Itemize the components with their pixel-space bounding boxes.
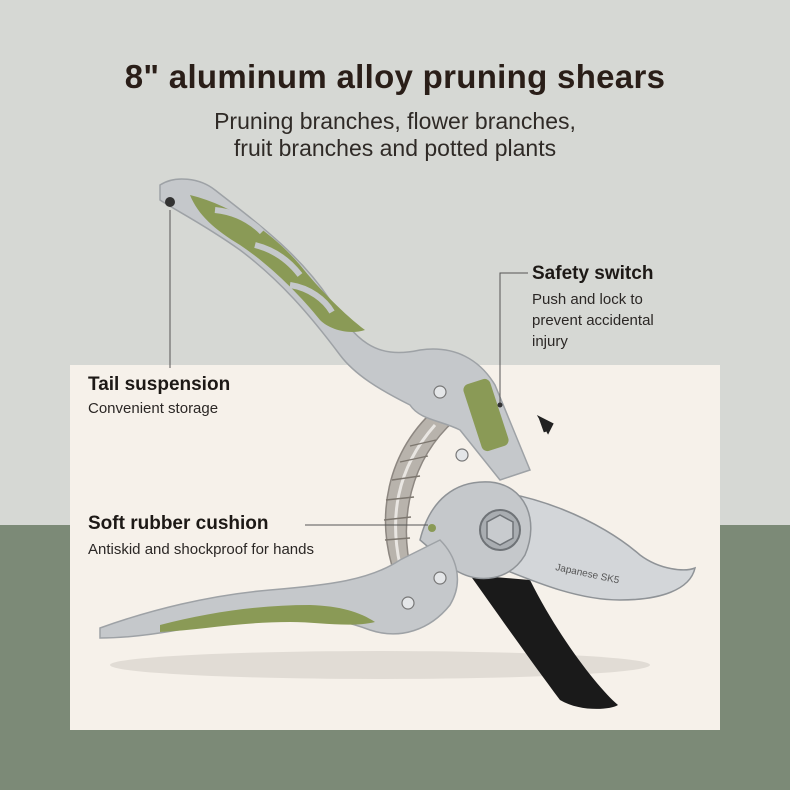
tail-suspension-desc: Convenient storage xyxy=(88,400,219,417)
safety-leader-line xyxy=(499,272,528,405)
cushion-title: Soft rubber cushion xyxy=(88,513,269,534)
subtitle-line1: Pruning branches, flower branches, xyxy=(214,108,576,134)
upper-grip xyxy=(190,195,365,332)
lower-blade xyxy=(470,575,618,709)
lower-grip xyxy=(160,605,375,632)
subtitle-line2: fruit branches and potted plants xyxy=(233,135,557,161)
tail-suspension-title: Tail suspension xyxy=(88,374,231,395)
page-title: 8" aluminum alloy pruning shears xyxy=(124,58,666,95)
safety-switch-desc-2: prevent accidental xyxy=(532,312,654,329)
safety-switch-title: Safety switch xyxy=(532,263,654,284)
safety-switch-desc-1: Push and lock to xyxy=(532,291,643,308)
safety-switch-desc-3: injury xyxy=(532,333,568,350)
safety-switch xyxy=(463,378,509,452)
cushion-desc: Antiskid and shockproof for hands xyxy=(88,541,314,558)
arrow-down-icon xyxy=(536,415,554,435)
